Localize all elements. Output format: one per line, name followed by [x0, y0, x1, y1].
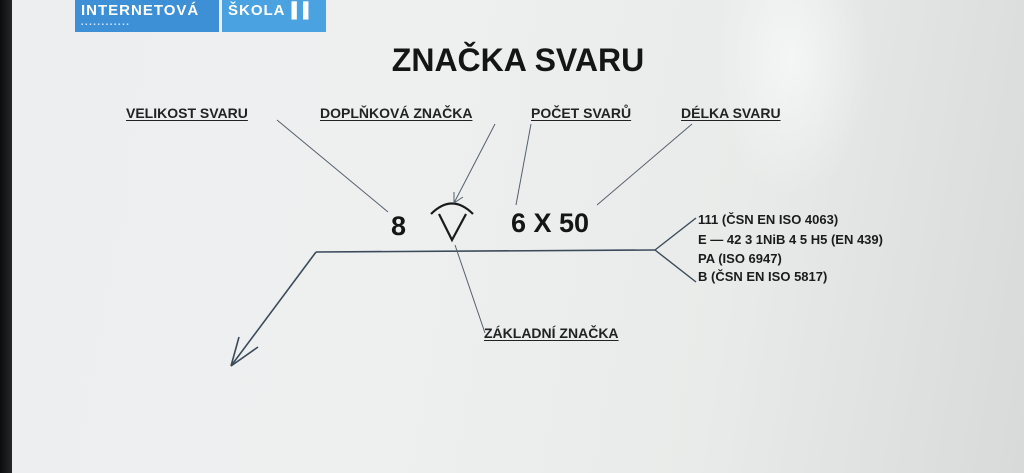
- slide-screen: INTERNETOVÁ ▪▪▪▪▪▪▪▪▪▪▪▪ ŠKOLA ▌▌ ZNAČKA…: [12, 0, 1024, 473]
- monitor-bezel: [0, 0, 14, 473]
- label-delka-svaru: DÉLKA SVARU: [681, 105, 781, 121]
- logo-skola-text: ŠKOLA: [228, 2, 286, 19]
- spec-line-2: E — 42 3 1NiB 4 5 H5 (EN 439): [698, 232, 883, 247]
- logo-internetova: INTERNETOVÁ ▪▪▪▪▪▪▪▪▪▪▪▪: [75, 0, 219, 32]
- leader-doplnkova-arrow: [453, 192, 464, 204]
- leader-zakladni: [454, 244, 486, 334]
- arrow-line: [230, 251, 317, 367]
- tail-lower: [654, 249, 697, 283]
- logo-internetova-text: INTERNETOVÁ: [81, 2, 200, 19]
- spec-line-4: B (ČSN EN ISO 5817): [698, 269, 828, 284]
- spec-line-3: PA (ISO 6947): [698, 251, 782, 266]
- label-zakladni-znacka: ZÁKLADNÍ ZNAČKA: [484, 325, 619, 341]
- leader-delka: [596, 123, 693, 206]
- leader-doplnkova: [453, 123, 496, 204]
- tail-upper: [654, 217, 697, 251]
- reference-line: [315, 249, 656, 253]
- arrow-head: [230, 336, 259, 367]
- logo-internetova-subtext: ▪▪▪▪▪▪▪▪▪▪▪▪: [81, 22, 131, 28]
- leader-pocet: [515, 123, 532, 206]
- label-velikost-svaru: VELIKOST SVARU: [126, 105, 248, 121]
- page-title: ZNAČKA SVARU: [391, 42, 645, 78]
- label-pocet-svaru: POČET SVARŮ: [531, 105, 632, 121]
- v-weld-symbol: [438, 213, 467, 243]
- weld-count-length-value: 6 X 50: [511, 208, 590, 238]
- weld-symbol-diagram: [230, 119, 697, 367]
- logo-skola-mark: ▌▌: [291, 2, 315, 19]
- leader-velikost: [276, 119, 389, 213]
- spec-line-1: 111 (ČSN EN ISO 4063): [698, 212, 839, 227]
- label-doplnkova-znacka: DOPLŇKOVÁ ZNAČKA: [320, 105, 473, 121]
- weld-size-value: 8: [391, 211, 407, 241]
- logo-skola: ŠKOLA ▌▌: [222, 0, 326, 32]
- convex-contour-symbol: [430, 202, 474, 215]
